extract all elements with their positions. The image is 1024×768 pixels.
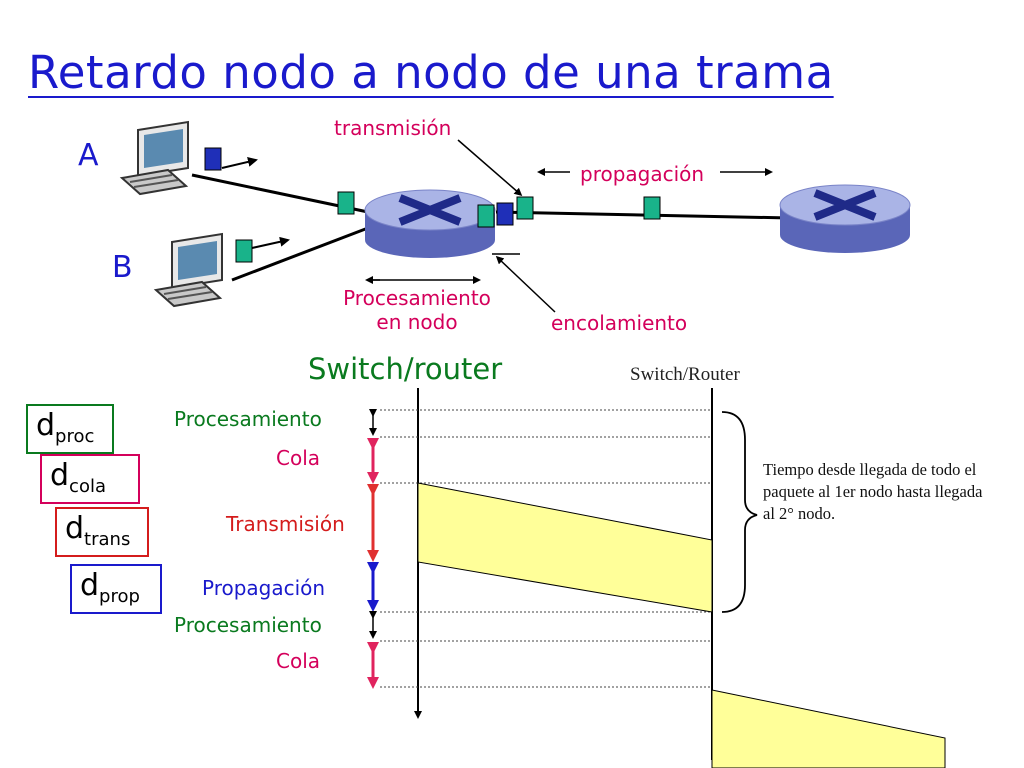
delay-note: Tiempo desde llegada de todo el paquete … bbox=[763, 460, 983, 523]
delay-sub: prop bbox=[99, 586, 140, 607]
transmission-band bbox=[417, 482, 713, 613]
packet bbox=[516, 196, 534, 220]
packet bbox=[235, 239, 253, 263]
delay-d: d bbox=[65, 511, 85, 546]
delay-sub: proc bbox=[55, 426, 95, 447]
packet bbox=[337, 191, 355, 215]
delay-d: d bbox=[36, 408, 56, 443]
delay-d: d bbox=[50, 458, 70, 493]
timing-cola-1: Cola bbox=[276, 446, 321, 470]
delay-box-trans: dtrans bbox=[55, 507, 149, 557]
timing-propagacion: Propagación bbox=[202, 576, 326, 600]
host-a-label: A bbox=[78, 138, 99, 173]
procesamiento-label: Procesamiento en nodo bbox=[330, 286, 504, 334]
packet bbox=[477, 204, 495, 228]
router-icon bbox=[779, 184, 911, 253]
packet bbox=[643, 196, 661, 220]
transmision-label: transmisión bbox=[334, 116, 452, 140]
packet bbox=[496, 202, 514, 226]
transmission-band-next bbox=[711, 689, 946, 768]
computer-b-icon bbox=[153, 232, 223, 308]
switch-router-right-label: Switch/Router bbox=[630, 364, 740, 385]
timing-procesamiento-2: Procesamiento bbox=[174, 613, 322, 637]
switch-router-label: Switch/router bbox=[308, 352, 503, 386]
propagacion-label: propagación bbox=[580, 162, 705, 186]
slide-title: Retardo nodo a nodo de una trama bbox=[28, 46, 834, 99]
encolamiento-label: encolamiento bbox=[551, 311, 688, 335]
timing-transmision: Transmisión bbox=[226, 512, 345, 536]
delay-box-proc: dproc bbox=[26, 404, 114, 454]
host-b-label: B bbox=[112, 250, 133, 285]
computer-a-icon bbox=[119, 120, 189, 196]
timing-cola-2: Cola bbox=[276, 649, 321, 673]
router-icon bbox=[364, 189, 496, 258]
packet bbox=[204, 147, 222, 171]
procesamiento-line1: Procesamiento bbox=[343, 286, 491, 310]
delay-sub: cola bbox=[69, 476, 106, 497]
brace bbox=[721, 411, 758, 613]
delay-d: d bbox=[80, 568, 100, 603]
delay-box-cola: dcola bbox=[40, 454, 140, 504]
delay-box-prop: dprop bbox=[70, 564, 162, 614]
timing-procesamiento-1: Procesamiento bbox=[174, 407, 322, 431]
delay-sub: trans bbox=[84, 529, 131, 550]
procesamiento-line2: en nodo bbox=[376, 310, 458, 334]
